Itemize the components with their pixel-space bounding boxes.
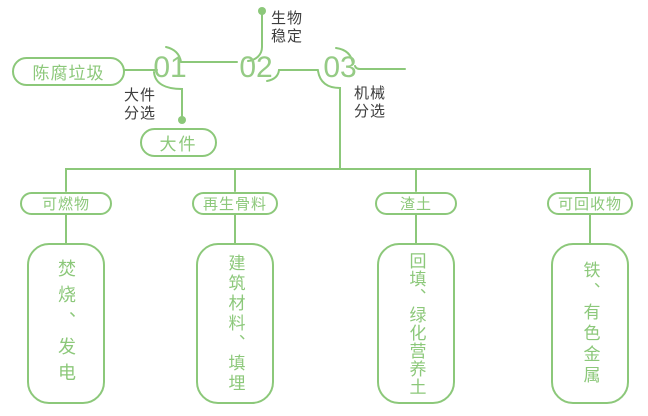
root-node: 陈腐垃圾 bbox=[12, 57, 125, 86]
connector-01-drop bbox=[153, 71, 183, 117]
category-slag-soil: 渣土 bbox=[375, 192, 457, 215]
detail-text-combustibles: 焚烧、发电 bbox=[56, 258, 76, 389]
stage-number-02: 02 bbox=[239, 51, 273, 84]
stage-number-01: 01 bbox=[153, 51, 187, 84]
connector-03-tail bbox=[354, 65, 406, 70]
detail-text-slag: 回填、绿化营养土 bbox=[406, 251, 426, 396]
stage-label-bulky-sorting: 大件 分选 bbox=[124, 87, 157, 122]
connector-02-riser bbox=[247, 14, 263, 62]
stage-number-03: 03 bbox=[323, 51, 357, 84]
detail-incineration-power: 焚烧、发电 bbox=[27, 243, 105, 404]
detail-text-recyclables: 铁、有色金属 bbox=[580, 260, 600, 387]
bulky-item-node: 大件 bbox=[140, 128, 217, 157]
connector-02-to-03 bbox=[266, 69, 319, 82]
category-recycled-aggregate: 再生骨料 bbox=[192, 192, 278, 215]
stage-label-mechanical-sorting: 机械 分选 bbox=[354, 85, 387, 120]
category-recyclables: 可回收物 bbox=[547, 192, 633, 215]
connector-03-drop bbox=[317, 70, 341, 170]
connector-dot-bio bbox=[258, 7, 266, 15]
stage-label-bio-stabilization: 生物 稳定 bbox=[271, 10, 304, 45]
detail-iron-nonferrous: 铁、有色金属 bbox=[551, 243, 629, 404]
connector-dot-bigitem bbox=[178, 116, 186, 124]
category-combustibles: 可燃物 bbox=[20, 192, 112, 215]
detail-building-materials-landfill: 建筑材料、填埋 bbox=[196, 243, 274, 404]
detail-text-aggregate: 建筑材料、填埋 bbox=[225, 253, 245, 394]
connector-branch-bar bbox=[65, 168, 591, 192]
detail-backfill-nutrient-soil: 回填、绿化营养土 bbox=[377, 243, 455, 404]
connector-arc-over-01 bbox=[165, 46, 182, 63]
connector-arc-over-03 bbox=[335, 47, 354, 65]
